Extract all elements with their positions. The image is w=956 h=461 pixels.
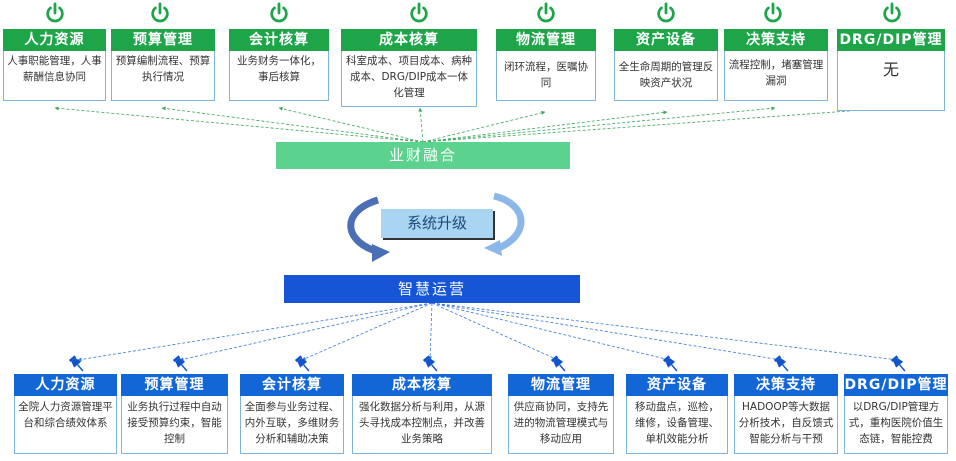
bottom-header-2: 预算管理 bbox=[121, 374, 228, 396]
connector-bottom-6 bbox=[431, 302, 671, 362]
connector-top-2 bbox=[161, 106, 424, 143]
top-desc-3: 业务财务一体化，事后核算 bbox=[229, 51, 329, 101]
top-desc-5: 闭环流程，医嘱协同 bbox=[496, 51, 596, 101]
bottom-header-8: DRG/DIP管理 bbox=[844, 374, 948, 396]
connector-top-4 bbox=[418, 107, 424, 143]
upgrade-box: 系统升级 bbox=[381, 209, 493, 238]
cycle-arrow-left bbox=[347, 196, 381, 256]
smart-operation-bar: 智慧运营 bbox=[284, 275, 580, 303]
top-desc-7: 流程控制，堵塞管理漏洞 bbox=[724, 51, 828, 101]
connector-bottom-3 bbox=[301, 302, 433, 361]
top-desc-8: 无 bbox=[837, 51, 945, 111]
bottom-desc-6: 移动盘点，巡检，维修，设备管理、单机效能分析 bbox=[626, 396, 728, 454]
bottom-desc-5: 供应商协同，支持先进的物流管理模式与移动应用 bbox=[508, 396, 614, 454]
connector-bottom-7 bbox=[431, 302, 782, 362]
pushpin-icon bbox=[550, 355, 566, 372]
pushpin-icon bbox=[422, 355, 438, 372]
bottom-desc-7: HADOOP等大数据分析技术，自反馈式智能分析与干预 bbox=[734, 396, 838, 454]
power-icon bbox=[764, 2, 782, 23]
connector-top-7 bbox=[422, 106, 776, 143]
bottom-header-3: 会计核算 bbox=[240, 374, 344, 396]
fusion-bar: 业财融合 bbox=[276, 142, 570, 169]
power-icon bbox=[46, 2, 64, 23]
power-icon bbox=[270, 2, 288, 23]
bottom-header-5: 物流管理 bbox=[508, 374, 614, 396]
connector-top-5 bbox=[422, 110, 546, 143]
bottom-header-4: 成本核算 bbox=[352, 374, 492, 396]
bottom-desc-1: 全院人力资源管理平台和综合绩效体系 bbox=[14, 396, 117, 454]
bottom-desc-3: 全面参与业务过程、内外互联，多维财务分析和辅助决策 bbox=[240, 396, 344, 454]
top-desc-2: 预算编制流程、预算执行情况 bbox=[111, 51, 215, 101]
top-desc-1: 人事职能管理，人事薪酬信息协同 bbox=[3, 51, 106, 101]
connector-bottom-5 bbox=[431, 302, 559, 361]
top-header-5: 物流管理 bbox=[496, 29, 596, 51]
connector-bottom-1 bbox=[77, 302, 433, 362]
power-icon bbox=[537, 2, 555, 23]
cycle-arrows bbox=[347, 192, 525, 262]
top-header-3: 会计核算 bbox=[229, 29, 329, 51]
bottom-header-6: 资产设备 bbox=[626, 374, 728, 396]
top-desc-4: 科室成本、项目成本、病种成本、DRG/DIP成本一体化管理 bbox=[341, 51, 477, 107]
connector-top-8 bbox=[422, 106, 891, 143]
power-icon bbox=[657, 2, 675, 23]
connector-top-3 bbox=[278, 106, 424, 143]
pushpin-icon bbox=[172, 355, 188, 372]
top-header-6: 资产设备 bbox=[614, 29, 718, 51]
connector-bottom-4 bbox=[428, 302, 433, 361]
bottom-desc-2: 业务执行过程中自动接受预算约束，智能控制 bbox=[121, 396, 228, 454]
connector-bottom-8 bbox=[431, 302, 899, 362]
top-header-2: 预算管理 bbox=[111, 29, 215, 51]
bottom-header-1: 人力资源 bbox=[14, 374, 117, 396]
pushpin-icon bbox=[662, 355, 678, 372]
top-header-1: 人力资源 bbox=[3, 29, 106, 51]
power-icon bbox=[883, 2, 901, 23]
top-header-7: 决策支持 bbox=[724, 29, 828, 51]
power-icon bbox=[151, 2, 169, 23]
pushpin-icon bbox=[773, 355, 789, 372]
top-header-8: DRG/DIP管理 bbox=[837, 29, 945, 51]
bottom-header-7: 决策支持 bbox=[734, 374, 838, 396]
pushpin-icon bbox=[294, 355, 310, 372]
pushpin-icon bbox=[68, 355, 84, 372]
bottom-desc-8: 以DRG/DIP管理方式，重构医院价值生态链，智能控费 bbox=[844, 396, 948, 454]
connector-top-1 bbox=[54, 106, 424, 143]
pushpin-icon bbox=[890, 355, 906, 372]
bottom-desc-4: 强化数据分析与利用，从源头寻找成本控制点，并改善业务策略 bbox=[352, 396, 492, 454]
cycle-arrow-right bbox=[492, 192, 525, 254]
connector-top-6 bbox=[422, 110, 668, 143]
top-desc-6: 全生命周期的管理反映资产状况 bbox=[614, 51, 718, 101]
power-icon bbox=[410, 2, 428, 23]
connector-bottom-2 bbox=[179, 302, 433, 362]
top-header-4: 成本核算 bbox=[341, 29, 477, 51]
